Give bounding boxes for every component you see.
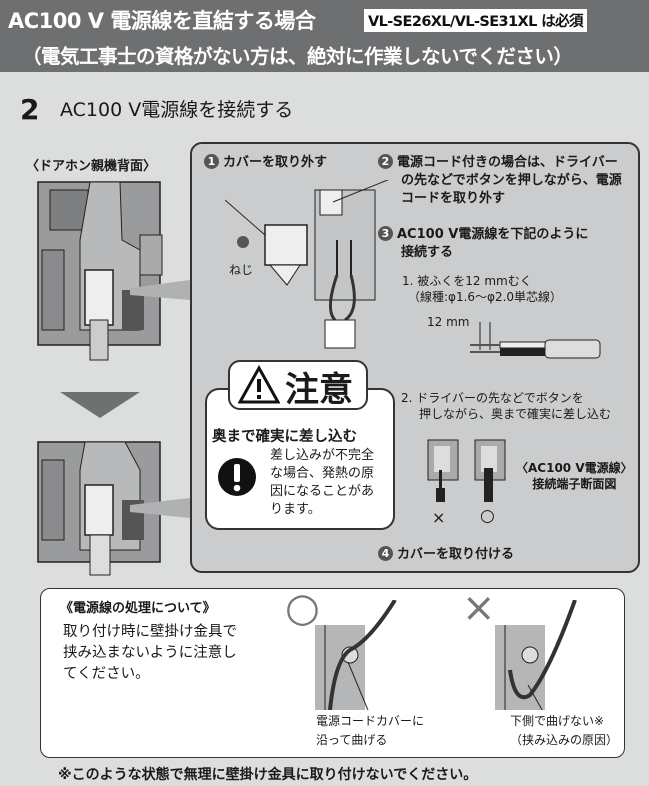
cross-section-caption-line: AC100 V電源線	[528, 461, 621, 475]
page-title: AC100 V 電源線を直結する場合	[8, 9, 316, 33]
caution-line: な場合、発熱の原	[270, 466, 375, 481]
step-2-line: コードを取り外す	[401, 191, 506, 206]
handling-title: 《電源線の処理について》	[60, 601, 216, 616]
good-mark: ○	[480, 506, 495, 526]
warning-triangle-icon	[238, 365, 280, 404]
handling-line: 取り付け時に壁掛け金具で	[63, 624, 237, 640]
step-3-number: 3	[378, 226, 393, 241]
caution-line: 因になることがあ	[270, 484, 375, 499]
good-caption: 電源コードカバーに沿って曲げる	[316, 712, 424, 750]
device-back-illustration	[37, 181, 190, 576]
step-title: AC100 V電源線を接続する	[60, 99, 294, 121]
mandatory-exclamation-icon	[218, 458, 256, 496]
step-1-number: 1	[204, 154, 219, 169]
dimension-label: 12 mm	[427, 315, 470, 329]
page-subtitle: （電気工事士の資格がない方は、絶対に作業しないでください）	[22, 45, 573, 68]
good-caption-line: 沿って曲げる	[316, 733, 388, 747]
substep-2-line: 2. ドライバーの先などでボタンを	[401, 391, 584, 405]
bad-caption-line: （挟み込みの原因）	[510, 733, 619, 747]
good-caption-line: 電源コードカバーに	[316, 714, 425, 728]
substep-1-line: 1. 被ふくを12 mmむく	[402, 274, 532, 288]
substep-2: 2. ドライバーの先などでボタンを押しながら、奥まで確実に差し込む	[401, 390, 611, 422]
step-number: 2	[20, 93, 40, 126]
cross-section-caption-line: 接続端子断面図	[532, 477, 617, 491]
screw-icon	[237, 236, 249, 248]
footnote: ※このような状態で無理に壁掛け金具に取り付けないでください。	[58, 767, 478, 783]
step-2-line: 電源コード付きの場合は、ドライバー	[397, 155, 618, 170]
handling-text: 取り付け時に壁掛け金具で 挟み込まないように注意し てください。	[63, 622, 237, 685]
step-4-number: 4	[378, 546, 393, 561]
step-4-text: カバーを取り付ける	[397, 547, 515, 562]
substep-1: 1. 被ふくを12 mmむく （線種:φ1.6〜φ2.0単芯線）	[402, 273, 562, 305]
bad-caption: 下側で曲げない※ （挟み込みの原因）	[510, 712, 618, 750]
step-3-line: 接続する	[401, 245, 454, 260]
caution-label: 注意	[285, 370, 353, 410]
step-2-number: 2	[378, 154, 393, 169]
caution-heading: 奥まで確実に差し込む	[212, 429, 357, 445]
substep-2-line: 押しながら、奥まで確実に差し込む	[419, 407, 612, 421]
substep-1-line: （線種:φ1.6〜φ2.0単芯線）	[408, 290, 563, 304]
good-wire-routing-illustration	[315, 600, 397, 710]
step-2: 2 電源コード付きの場合は、ドライバーの先などでボタンを押しながら、電源コードを取…	[378, 154, 622, 208]
cover-removal-illustration	[225, 180, 389, 349]
step-1-text: カバーを取り外す	[223, 155, 328, 170]
cross-section-caption: 〈AC100 V電源線〉接続端子断面図	[516, 461, 633, 491]
caution-text: 差し込みが不完全 な場合、発熱の原 因になることがあ ります。	[270, 447, 374, 519]
step-2-line: の先などでボタンを押しながら、電源	[401, 173, 622, 188]
handling-line: てください。	[63, 666, 150, 682]
caution-line: ります。	[270, 502, 321, 517]
bad-example-mark: ×	[462, 585, 496, 631]
step-3-line: AC100 V電源線を下記のように	[397, 227, 589, 242]
bad-wire-routing-illustration	[495, 600, 577, 710]
arrow-down-icon	[60, 392, 140, 418]
caution-line: 差し込みが不完全	[270, 448, 375, 463]
good-example-mark: ○	[285, 585, 320, 631]
stripped-wire-illustration	[470, 322, 601, 359]
model-badge: VL-SE26XL/VL-SE31XL は必須	[364, 9, 587, 32]
terminal-cross-section-illustration	[427, 439, 506, 502]
screw-label: ねじ	[229, 263, 254, 277]
handling-line: 挟み込まないように注意し	[63, 645, 237, 661]
step-1: 1 カバーを取り外す	[204, 154, 327, 172]
bad-mark: ×	[432, 508, 446, 527]
step-4: 4 カバーを取り付ける	[378, 546, 514, 564]
bad-caption-line: 下側で曲げない※	[510, 714, 605, 728]
device-back-caption: 〈ドアホン親機背面〉	[26, 159, 157, 174]
step-3: 3 AC100 V電源線を下記のように接続する	[378, 226, 588, 262]
